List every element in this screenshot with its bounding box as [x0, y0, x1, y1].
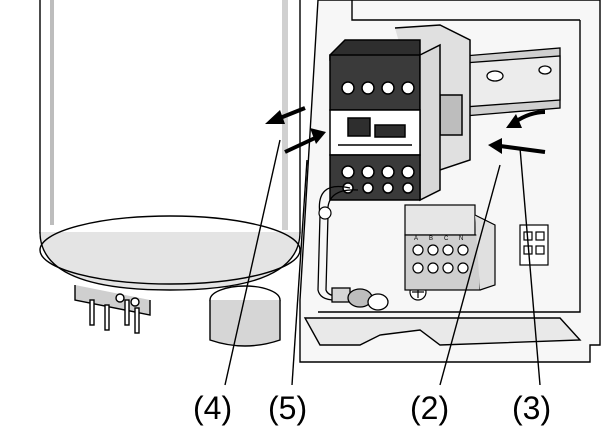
arrows: [265, 106, 546, 154]
arrow-rotate-icon: [506, 110, 546, 128]
terminal-letter-b: B: [429, 236, 433, 242]
contactor: [329, 24, 471, 202]
arrow-left-icon: [265, 106, 306, 124]
terminal-letter-c: C: [444, 236, 449, 242]
arrow-right-icon: [284, 128, 326, 154]
terminal-block: [404, 204, 496, 291]
terminal-letters: A B C N: [414, 236, 463, 242]
arrow-slide-left-icon: [488, 138, 546, 154]
small-connector: [519, 224, 549, 266]
cylinder-tank: [39, 0, 301, 347]
callout-2: (2): [410, 390, 450, 426]
cable-gland: [331, 287, 389, 311]
callout-5: (5): [268, 390, 308, 426]
callout-4: (4): [193, 390, 233, 426]
terminal-letter-a: A: [414, 236, 418, 242]
terminal-letter-n: N: [459, 236, 463, 242]
callout-3: (3): [512, 390, 552, 426]
leader-lines: [224, 139, 541, 386]
